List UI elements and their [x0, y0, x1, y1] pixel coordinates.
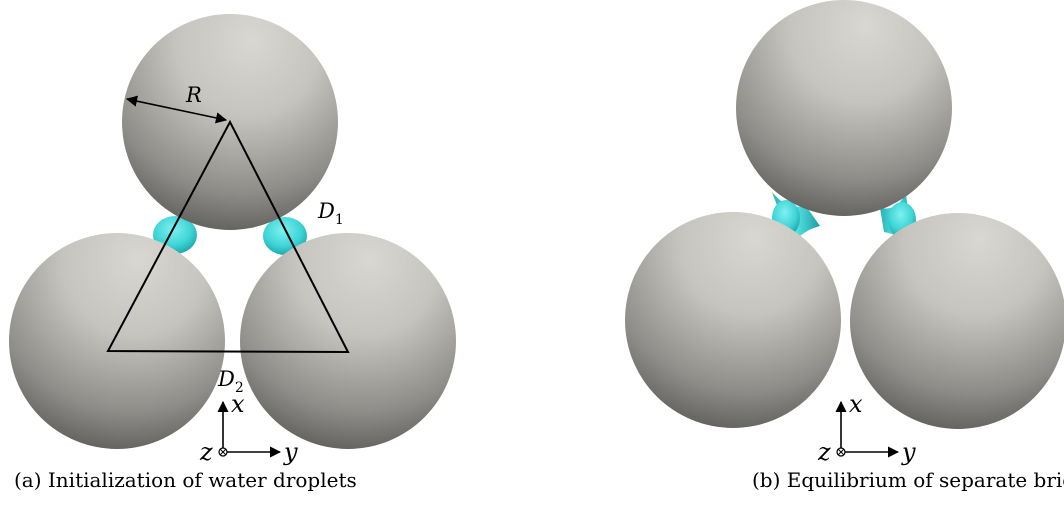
y-axis-label: y: [283, 438, 298, 466]
droplet-bottom-left: [9, 233, 225, 449]
droplet-bottom-left: [625, 212, 841, 428]
z-axis-label: z: [199, 438, 213, 466]
distance-d2-label: D2: [217, 367, 244, 396]
coordinate-axes-a: x y z: [199, 390, 298, 466]
droplet-bottom-right: [850, 213, 1064, 429]
center-triangle: [106, 119, 350, 354]
liquid-bridge-right: [263, 217, 307, 255]
z-axis-label: z: [817, 438, 831, 466]
distance-d1-label: D1: [317, 199, 344, 228]
coordinate-axes-b: x y z: [817, 390, 916, 466]
radius-label: R: [185, 83, 202, 107]
x-axis-label: x: [849, 390, 863, 418]
caption-panel-b: (b) Equilibrium of separate bridges: [752, 468, 1064, 492]
panel-b: x y z: [625, 0, 1064, 466]
droplet-bottom-right: [240, 233, 456, 449]
x-axis-label: x: [231, 390, 245, 418]
caption-panel-a: (a) Initialization of water droplets: [14, 468, 357, 492]
radius-arrow: [125, 95, 228, 124]
y-axis-label: y: [901, 438, 916, 466]
panel-a: R D1 D2 x y z: [9, 14, 456, 466]
droplet-top: [736, 0, 952, 216]
